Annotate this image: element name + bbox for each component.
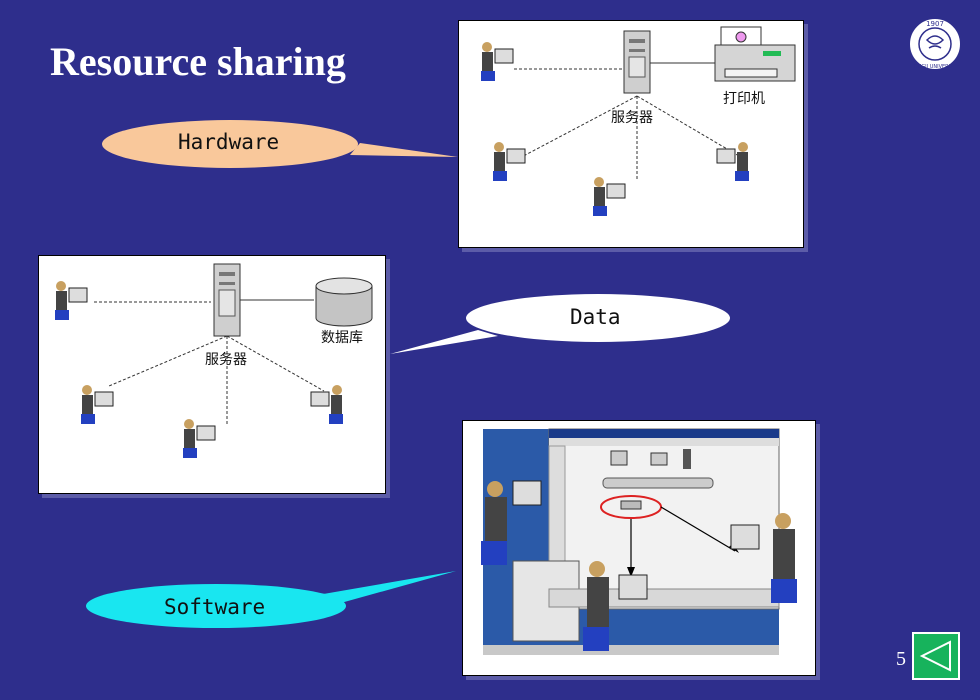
user-icon xyxy=(730,513,797,603)
user-icon xyxy=(310,385,343,424)
user-icon xyxy=(81,385,114,424)
previous-slide-button[interactable] xyxy=(912,632,960,680)
university-logo: 1907 TONGJI UNIVERSITY xyxy=(908,17,962,71)
back-arrow-icon xyxy=(919,640,951,672)
database-icon xyxy=(315,277,373,327)
data-diagram-panel: 服务器 数据库 xyxy=(38,255,386,494)
server-icon xyxy=(213,263,241,337)
server-label: 服务器 xyxy=(205,352,247,368)
hardware-callout xyxy=(102,120,458,168)
svg-text:TONGJI UNIVERSITY: TONGJI UNIVERSITY xyxy=(910,64,961,70)
software-sharing-illustration xyxy=(481,428,797,655)
hardware-network-diagram: 服务器 打印机 xyxy=(481,26,796,216)
software-callout-text: Software xyxy=(164,595,266,619)
data-network-diagram: 服务器 数据库 xyxy=(55,263,373,458)
user-icon xyxy=(481,480,542,565)
server-icon xyxy=(623,30,651,94)
printer-label: 打印机 xyxy=(723,90,765,107)
software-callout xyxy=(86,571,456,628)
data-callout-text: Data xyxy=(570,305,621,329)
user-icon xyxy=(593,177,626,216)
server-label: 服务器 xyxy=(611,110,653,126)
user-icon xyxy=(716,142,749,181)
data-callout xyxy=(390,294,730,354)
database-label: 数据库 xyxy=(321,330,363,346)
user-icon xyxy=(583,561,648,651)
svg-text:1907: 1907 xyxy=(926,20,944,28)
hardware-diagram-panel: 服务器 打印机 xyxy=(458,20,804,248)
page-number: 5 xyxy=(896,648,906,670)
software-panel xyxy=(462,420,816,676)
user-icon xyxy=(55,281,88,320)
user-icon xyxy=(481,42,514,81)
hardware-callout-text: Hardware xyxy=(178,130,280,154)
printer-icon xyxy=(714,26,796,82)
user-icon xyxy=(493,142,526,181)
slide-title: Resource sharing xyxy=(50,39,346,84)
user-icon xyxy=(183,419,216,458)
